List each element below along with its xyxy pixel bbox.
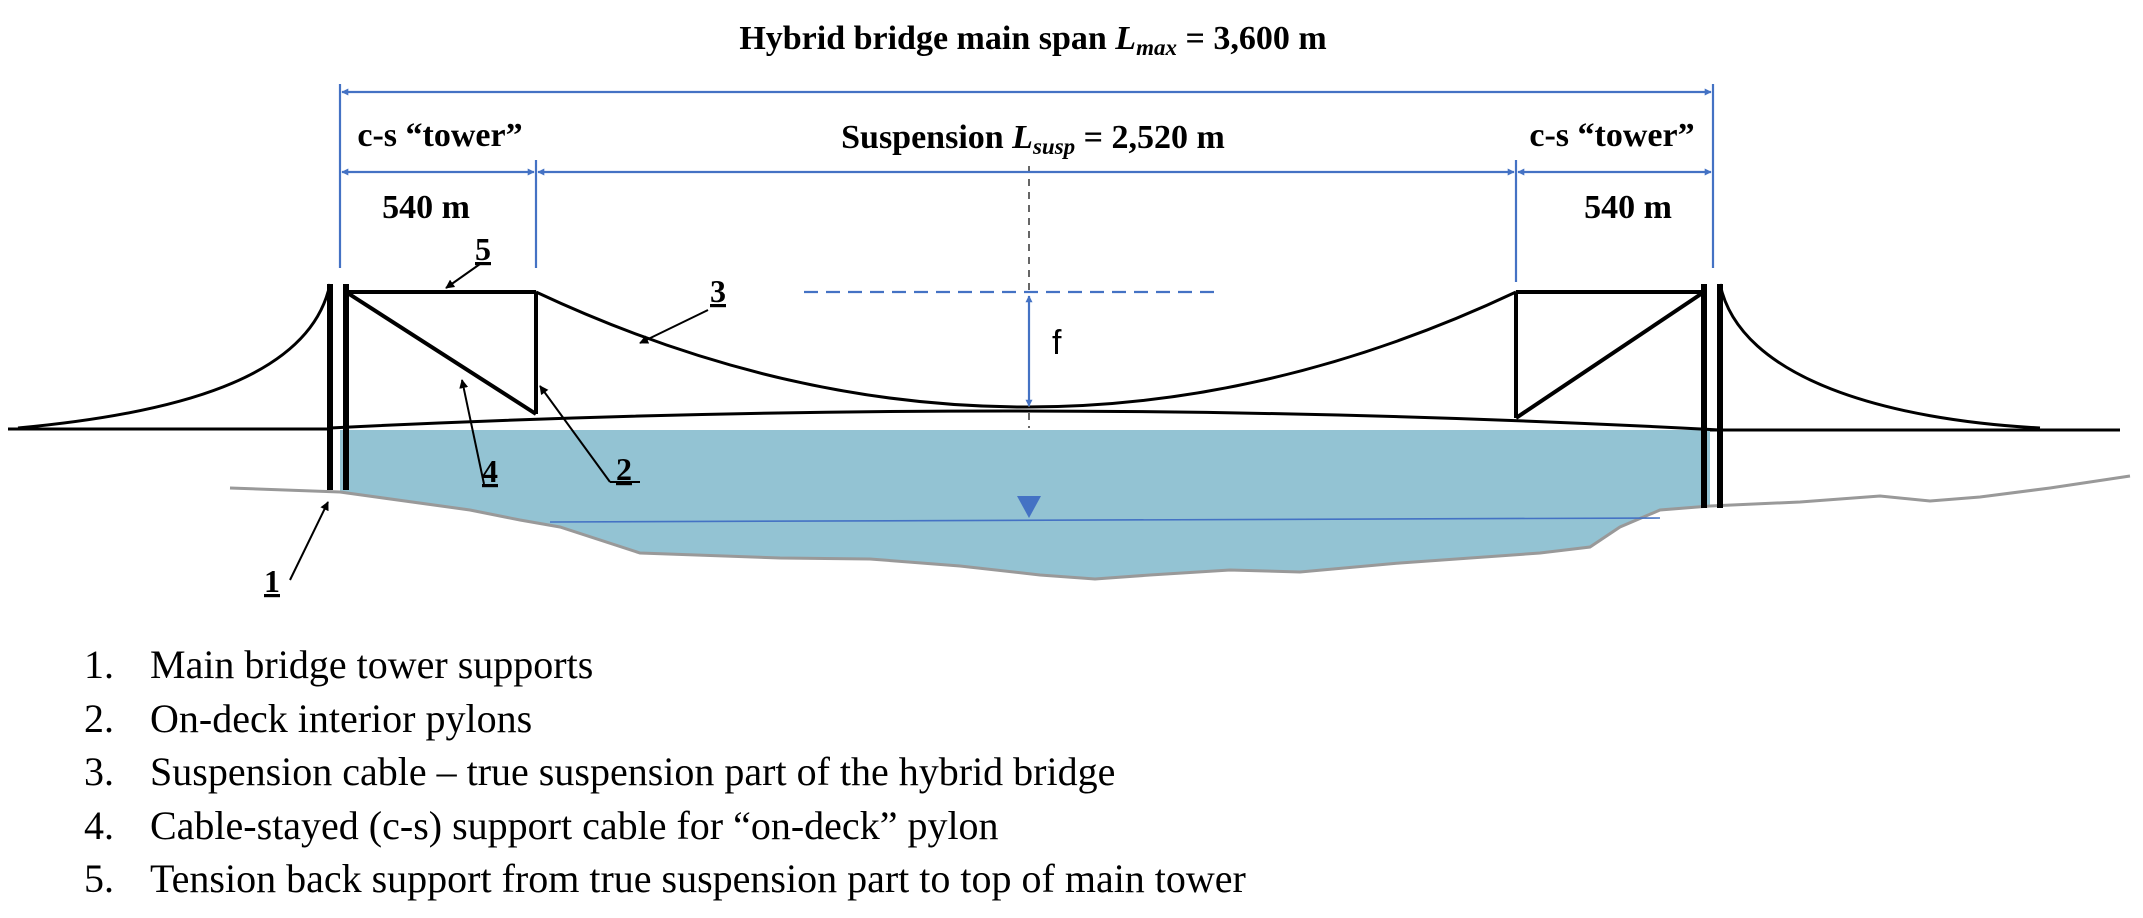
suspension-cable <box>535 290 1517 409</box>
callout-5: 5 <box>445 231 491 289</box>
left-cs-length-label: 540 m <box>382 189 470 226</box>
diagram-title: Hybrid bridge main span Lmax = 3,600 m <box>739 20 1326 60</box>
legend-number: 1. <box>84 642 114 687</box>
svg-text:5: 5 <box>475 231 491 267</box>
riverbed-profile <box>229 474 2131 581</box>
legend-text: Main bridge tower supports <box>150 642 594 687</box>
legend-text: On-deck interior pylons <box>150 695 533 741</box>
right-cs-length-label: 540 m <box>1584 189 1672 226</box>
legend-number: 4. <box>84 802 114 848</box>
legend-item: 1. Main bridge tower supports <box>84 638 1246 692</box>
legend-number: 5. <box>84 856 114 901</box>
left-cs-tower-frame <box>344 290 538 416</box>
water-level-marker <box>1017 496 1041 518</box>
water-level-line <box>549 517 1661 523</box>
svg-text:1: 1 <box>264 563 280 599</box>
legend-item: 5. Tension back support from true suspens… <box>84 852 1246 906</box>
callout-2: 2 <box>539 385 640 487</box>
legend-number: 3. <box>84 749 114 794</box>
suspension-length-label: Suspension Lsusp = 2,520 m <box>841 119 1225 159</box>
legend-text: Cable-stayed (c-s) support cable for “on… <box>150 802 999 848</box>
callout-4: 4 <box>459 379 498 489</box>
right-cs-tower-frame <box>1514 290 1706 420</box>
bridge-deck <box>329 409 1721 432</box>
legend-item: 3. Suspension cable – true suspension par… <box>84 745 1246 799</box>
svg-text:4: 4 <box>482 453 498 489</box>
left-backspan-cable <box>17 283 332 430</box>
left-main-tower <box>327 284 349 490</box>
legend-number: 2. <box>84 695 114 741</box>
callout-3: 3 <box>639 273 726 344</box>
legend-item: 2. On-deck interior pylons <box>84 692 1246 746</box>
legend-list: 1. Main bridge tower supports 2. On-deck i… <box>84 638 1246 906</box>
right-main-tower <box>1701 284 1723 508</box>
svg-text:2: 2 <box>616 451 632 487</box>
right-backspan-cable <box>1718 283 2041 430</box>
dimension-lines <box>338 84 1715 282</box>
legend-text: Tension back support from true suspensio… <box>150 856 1246 901</box>
legend-text: Suspension cable – true suspension part … <box>150 749 1116 794</box>
legend-item: 4. Cable-stayed (c-s) support cable for “… <box>84 799 1246 853</box>
right-cs-tower-label: c-s “tower” <box>1529 117 1694 154</box>
svg-text:3: 3 <box>710 273 726 309</box>
left-cs-tower-label: c-s “tower” <box>357 117 522 154</box>
callout-1: 1 <box>264 501 329 599</box>
sag-label: f <box>1052 324 1062 362</box>
